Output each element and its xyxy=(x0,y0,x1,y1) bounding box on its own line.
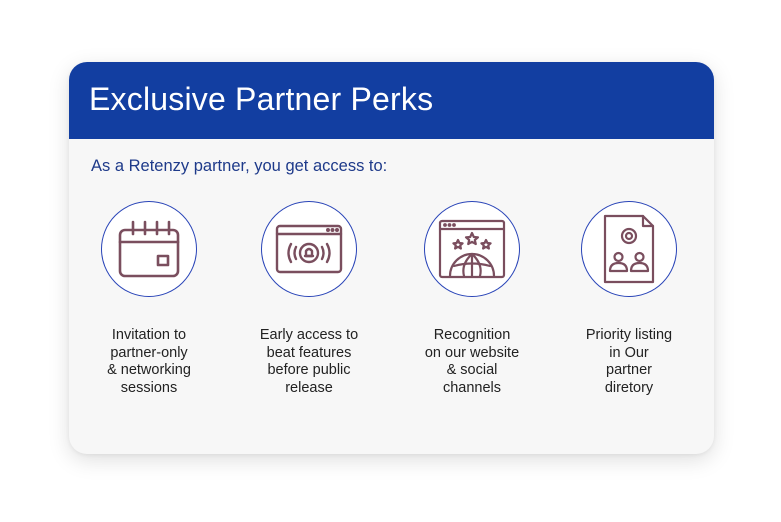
card-title: Exclusive Partner Perks xyxy=(89,81,434,117)
calendar-icon xyxy=(118,220,180,278)
directory-icon xyxy=(603,214,655,284)
globe-stars-icon xyxy=(438,219,506,279)
perk-label: Recognition on our website & social chan… xyxy=(424,327,520,396)
perk-item-priority-listing: Priority listing in Our partner diretory xyxy=(544,201,714,397)
broadcast-icon xyxy=(275,224,343,274)
perk-icon-circle xyxy=(424,201,520,297)
perk-item-early-access: Early access to beat features before pub… xyxy=(224,201,394,397)
perk-label: Early access to beat features before pub… xyxy=(259,327,359,396)
perk-icon-circle xyxy=(581,201,677,297)
card-header: Exclusive Partner Perks xyxy=(69,62,714,139)
perk-icon-circle xyxy=(101,201,197,297)
perk-label: Invitation to partner-only & networking … xyxy=(107,327,191,396)
perk-item-recognition: Recognition on our website & social chan… xyxy=(387,201,557,397)
perks-list: Invitation to partner-only & networking … xyxy=(69,62,714,454)
perk-item-networking: Invitation to partner-only & networking … xyxy=(69,201,234,397)
card-subtitle: As a Retenzy partner, you get access to: xyxy=(91,157,388,175)
perk-icon-circle xyxy=(261,201,357,297)
perks-card: Exclusive Partner Perks As a Retenzy par… xyxy=(69,62,714,454)
perk-label: Priority listing in Our partner diretory xyxy=(585,327,673,396)
